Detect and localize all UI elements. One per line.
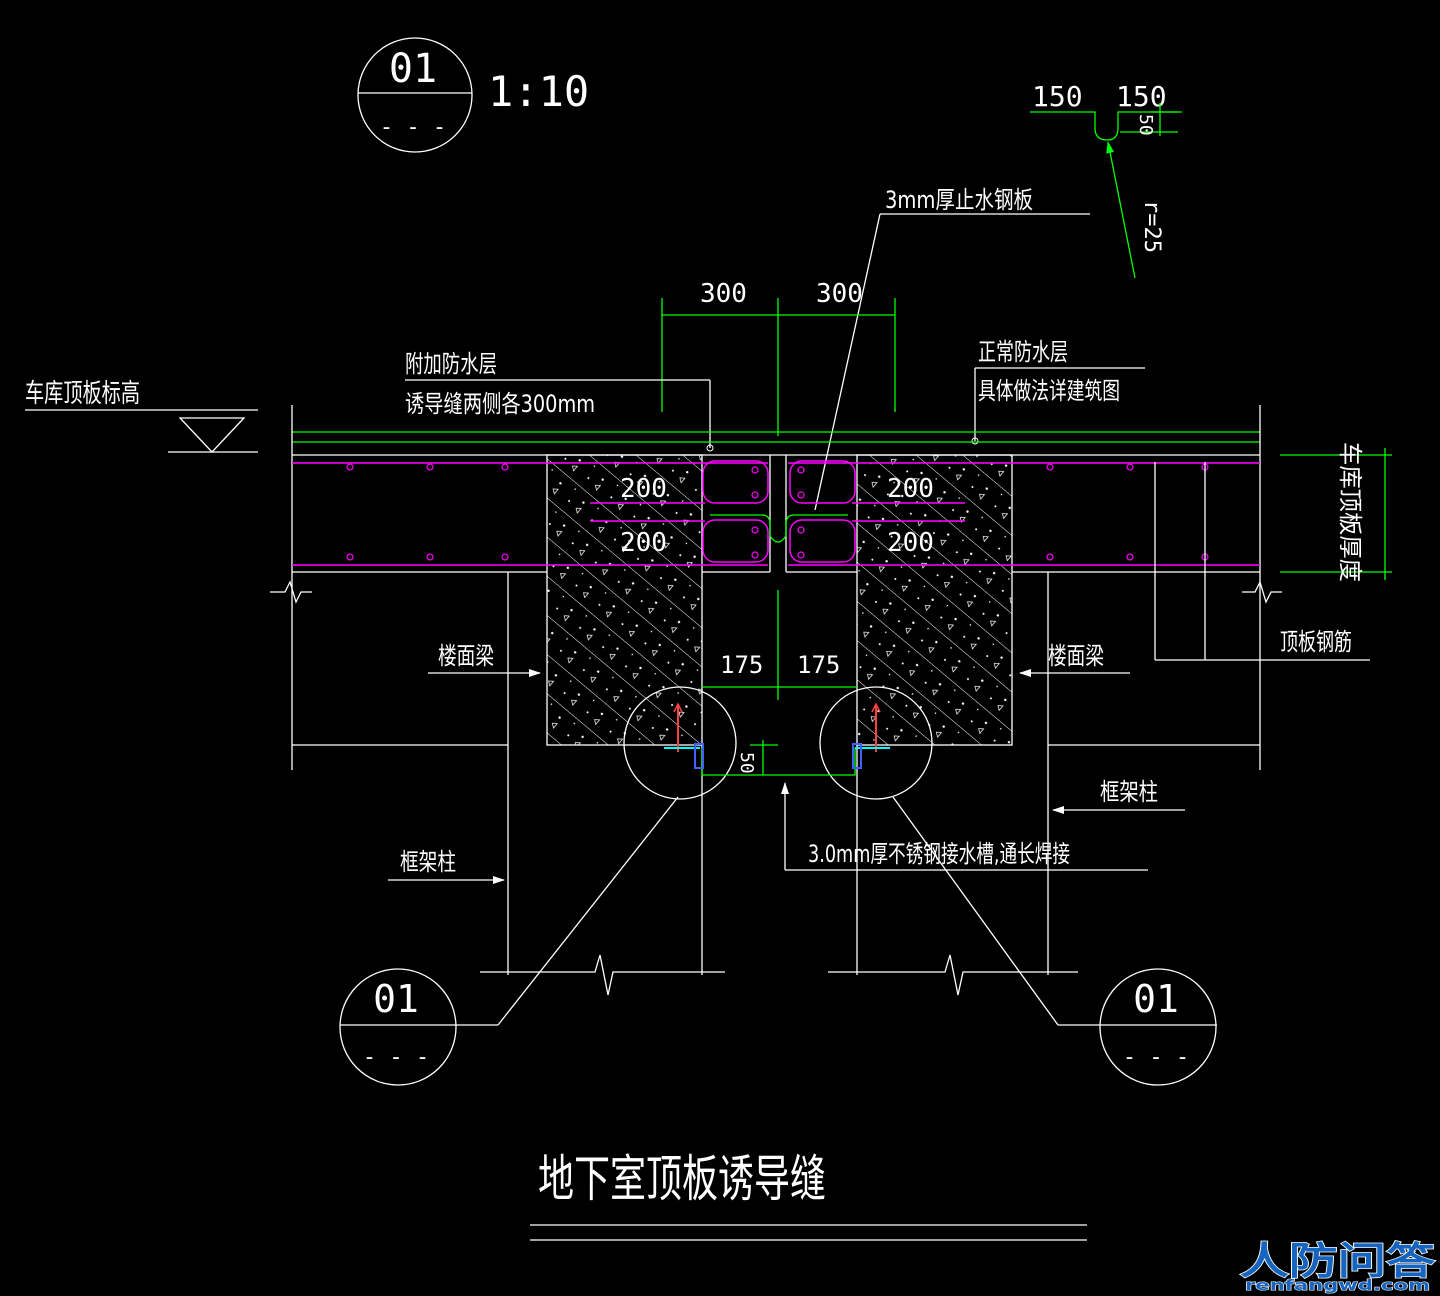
label-frame-column-left: 框架柱 xyxy=(400,848,456,876)
detail-mark-bottom-left-number: 01 xyxy=(373,977,419,1021)
waterstop-plate xyxy=(710,514,848,543)
slab-thickness-dimension: 车库顶板厚度 xyxy=(1280,442,1392,582)
waterstop-radius: r=25 xyxy=(1139,200,1164,253)
drawing-title: 地下室顶板诱导缝 xyxy=(538,1150,826,1208)
slab-rebar xyxy=(292,460,1260,566)
label-slab-elevation: 车库顶板标高 xyxy=(25,379,140,409)
leader-dot xyxy=(971,437,979,445)
dim-175-left: 175 xyxy=(720,651,763,679)
roof-slab xyxy=(270,405,1282,770)
dim-groove: 50 xyxy=(736,752,757,774)
floor-beam-right xyxy=(856,454,1013,746)
slab-elevation-symbol: 车库顶板标高 xyxy=(25,379,258,453)
label-slab-thickness: 车库顶板厚度 xyxy=(1336,442,1364,582)
watermark-url: renfangwd.com xyxy=(1245,1278,1430,1294)
label-normal-waterproof-2: 具体做法详建筑图 xyxy=(978,377,1120,405)
label-normal-waterproof-1: 正常防水层 xyxy=(978,338,1068,366)
detail-mark-top-sheet: - - - xyxy=(380,115,446,140)
detail-mark-bottom-right-number: 01 xyxy=(1133,977,1179,1021)
dimension-300: 300 300 xyxy=(661,279,896,436)
detail-mark-top-number: 01 xyxy=(389,46,437,92)
detail-mark-top: 01 - - - xyxy=(357,37,473,153)
label-extra-waterproof-1: 附加防水层 xyxy=(405,350,497,378)
label-floor-beam-left: 楼面梁 xyxy=(438,642,494,670)
waterstop-width-right: 150 xyxy=(1116,80,1167,113)
dim-300-right: 300 xyxy=(816,279,863,309)
waterstop-width-left: 150 xyxy=(1032,80,1083,113)
watermark-name: 人防问答 xyxy=(1240,1239,1436,1283)
frame-columns xyxy=(292,572,1260,996)
waterstop-profile-detail: 150 150 50 r=25 xyxy=(1030,80,1182,279)
detail-mark-bottom-left-sheet: - - - xyxy=(363,1045,429,1070)
detail-mark-bottom-left: 01 - - - xyxy=(339,968,498,1086)
dimension-175: 175 175 xyxy=(702,590,857,700)
watermark-logo: 人防问答 renfangwd.com xyxy=(1239,1238,1437,1294)
dim-300-left: 300 xyxy=(700,279,747,309)
label-floor-beam-right: 楼面梁 xyxy=(1048,642,1104,670)
label-drain-trough: 3.0mm厚不锈钢接水槽,通长焊接 xyxy=(808,840,1070,868)
label-slab-rebar: 顶板钢筋 xyxy=(1280,628,1352,656)
dim-200-upper-left: 200 xyxy=(620,474,667,504)
dim-175-right: 175 xyxy=(797,651,840,679)
detail-mark-bottom-right: 01 - - - xyxy=(1058,968,1217,1086)
dim-200-lower-right: 200 xyxy=(887,528,934,558)
label-frame-column-right: 框架柱 xyxy=(1100,778,1158,806)
label-extra-waterproof-2: 诱导缝两侧各300mm xyxy=(405,390,595,418)
drain-trough: 50 xyxy=(623,686,933,800)
waterstop-depth: 50 xyxy=(1135,114,1156,136)
leader-dot xyxy=(706,444,714,452)
drawing-scale: 1:10 xyxy=(488,67,589,116)
dim-200-lower-left: 200 xyxy=(620,528,667,558)
detail-mark-bottom-right-sheet: - - - xyxy=(1123,1045,1189,1070)
label-waterstop-plate: 3mm厚止水钢板 xyxy=(885,186,1033,214)
dim-200-upper-right: 200 xyxy=(887,474,934,504)
